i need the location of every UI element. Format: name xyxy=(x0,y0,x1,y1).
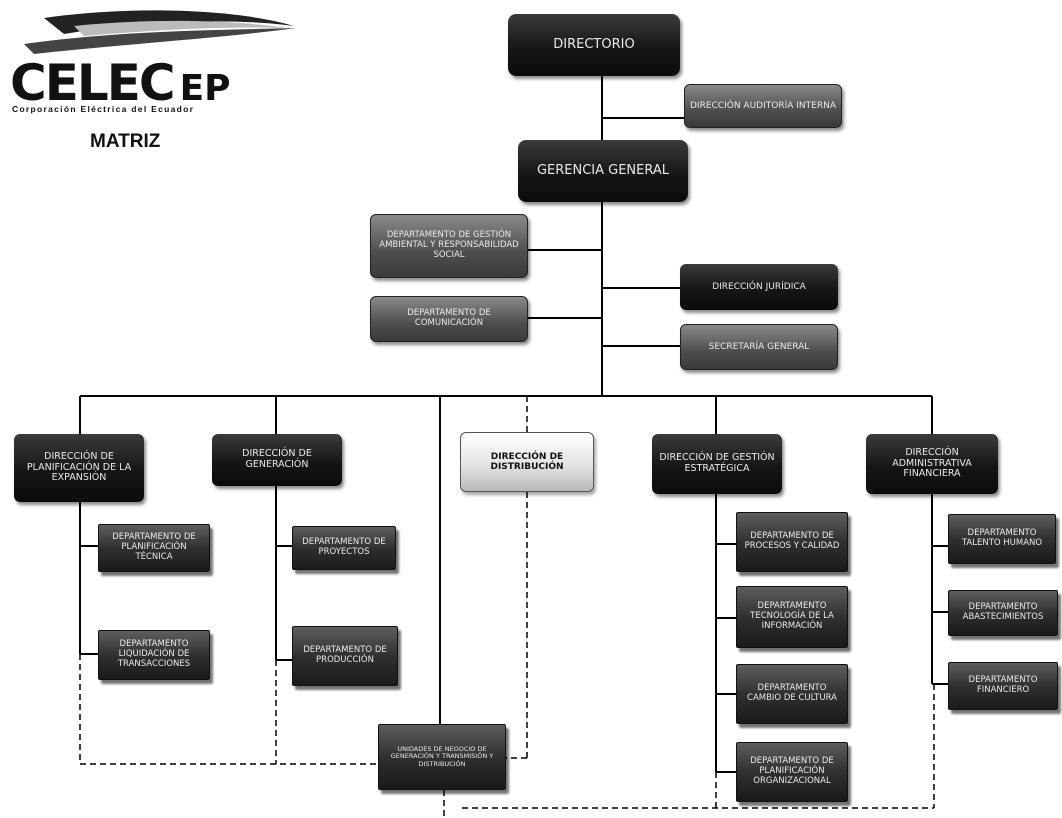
box-direccion-generacion[interactable]: DIRECCIÓN DE GENERACIÓN xyxy=(212,434,342,486)
box-direccion-juridica[interactable]: DIRECCIÓN JURÍDICA xyxy=(680,264,838,310)
box-financiero[interactable]: DEPARTAMENTO FINANCIERO xyxy=(948,662,1058,710)
box-liquidacion-transacciones[interactable]: DEPARTAMENTO LIQUIDACIÓN DE TRANSACCIONE… xyxy=(98,630,210,680)
box-comunicacion[interactable]: DEPARTAMENTO DE COMUNICACIÓN xyxy=(370,296,528,342)
box-planificacion-expansion[interactable]: DIRECCIÓN DE PLANIFICACIÓN DE LA EXPANSI… xyxy=(14,434,144,502)
brand-tagline: Corporación Eléctrica del Ecuador xyxy=(12,104,195,114)
logo-swoosh-icon xyxy=(24,10,296,54)
box-abastecimientos[interactable]: DEPARTAMENTO ABASTECIMIENTOS xyxy=(948,590,1058,636)
page-title: MATRIZ xyxy=(90,131,161,152)
box-administrativa-financiera[interactable]: DIRECCIÓN ADMINISTRATIVA FINANCIERA xyxy=(866,434,998,494)
box-procesos-calidad[interactable]: DEPARTAMENTO DE PROCESOS Y CALIDAD xyxy=(736,512,848,572)
box-direccion-distribucion[interactable]: DIRECCIÓN DE DISTRIBUCIÓN xyxy=(460,432,594,492)
box-gerencia-general[interactable]: GERENCIA GENERAL xyxy=(518,140,688,202)
box-directorio[interactable]: DIRECTORIO xyxy=(508,14,680,76)
box-proyectos[interactable]: DEPARTAMENTO DE PROYECTOS xyxy=(292,526,396,570)
box-gestion-estrategica[interactable]: DIRECCIÓN DE GESTIÓN ESTRATÉGICA xyxy=(652,434,782,494)
box-tecnologia-informacion[interactable]: DEPARTAMENTO TECNOLOGÍA DE LA INFORMACIÓ… xyxy=(736,586,848,648)
box-planificacion-tecnica[interactable]: DEPARTAMENTO DE PLANIFICACIÓN TÉCNICA xyxy=(98,524,210,572)
box-secretaria-general[interactable]: SECRETARÍA GENERAL xyxy=(680,324,838,370)
box-gestion-ambiental[interactable]: DEPARTAMENTO DE GESTIÓN AMBIENTAL Y RESP… xyxy=(370,214,528,278)
box-produccion[interactable]: DEPARTAMENTO DE PRODUCCIÓN xyxy=(292,626,398,686)
box-auditoria-interna[interactable]: DIRECCIÓN AUDITORÍA INTERNA xyxy=(684,84,842,128)
box-planificacion-organizacional[interactable]: DEPARTAMENTO DE PLANIFICACIÓN ORGANIZACI… xyxy=(736,742,848,802)
box-unidades-negocio[interactable]: UNIDADES DE NEGOCIO DE GENERACIÓN Y TRAN… xyxy=(378,724,506,790)
box-talento-humano[interactable]: DEPARTAMENTO TALENTO HUMANO xyxy=(948,514,1056,564)
box-cambio-cultura[interactable]: DEPARTAMENTO CAMBIO DE CULTURA xyxy=(736,664,848,724)
